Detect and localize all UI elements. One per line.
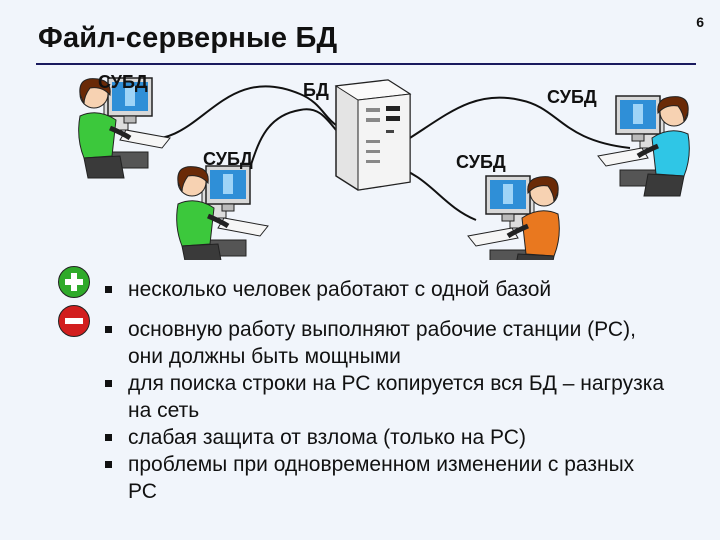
minus-icon	[58, 305, 90, 337]
list-item: слабая защита от взлома (только на РС)	[105, 424, 665, 451]
workstation-top-left-icon	[79, 78, 170, 178]
list-item: для поиска строки на РС копируется вся Б…	[105, 370, 665, 424]
slide-title: Файл-серверные БД	[38, 22, 338, 54]
workstation-mid-left-icon	[177, 166, 268, 260]
file-server-diagram: СУБД БД СУБД СУБД СУБД	[0, 0, 720, 260]
title-divider	[36, 63, 696, 65]
plus-icon	[58, 266, 90, 298]
server-icon	[334, 79, 412, 191]
workstation-mid-right-icon	[468, 176, 559, 260]
pros-list: несколько человек работают с одной базой	[105, 276, 705, 303]
label-dbms-mid-left: СУБД	[203, 149, 253, 169]
label-dbms-top-left: СУБД	[98, 72, 148, 92]
slide-number: 6	[696, 14, 704, 30]
list-item: проблемы при одновременном изменении с р…	[105, 451, 665, 505]
list-item: основную работу выполняют рабочие станци…	[105, 316, 665, 370]
cons-list: основную работу выполняют рабочие станци…	[105, 316, 665, 505]
list-item: несколько человек работают с одной базой	[105, 276, 705, 303]
label-db: БД	[303, 80, 329, 100]
label-dbms-mid-right: СУБД	[456, 152, 506, 172]
label-dbms-top-right: СУБД	[547, 87, 597, 107]
